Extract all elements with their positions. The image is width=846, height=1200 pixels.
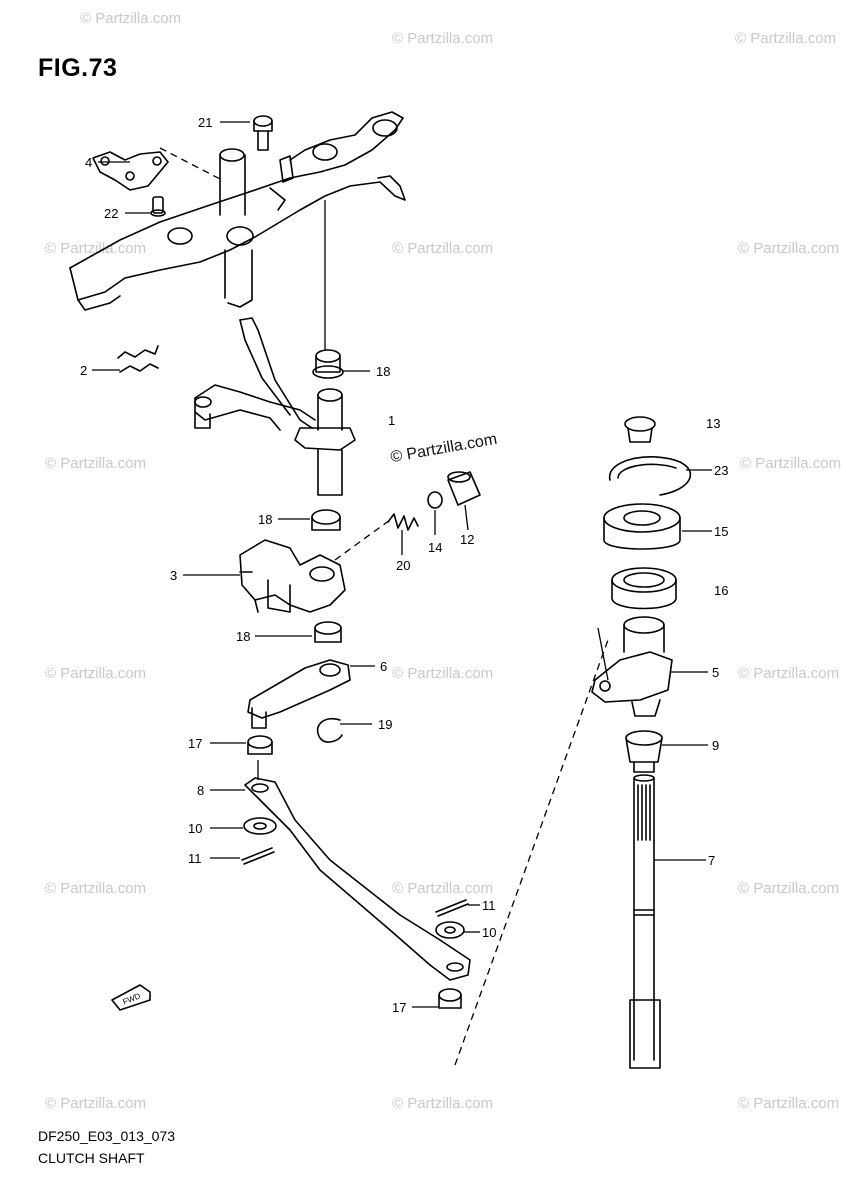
callout-21: 21 bbox=[198, 115, 212, 130]
callout-17-upper: 17 bbox=[188, 736, 202, 751]
watermark: © Partzilla.com bbox=[45, 1095, 147, 1112]
pin-11-upper bbox=[241, 847, 275, 865]
watermark: © Partzilla.com bbox=[45, 880, 147, 897]
link-8 bbox=[244, 777, 471, 981]
watermark: © Partzilla.com bbox=[392, 665, 494, 682]
bolt-21 bbox=[253, 115, 273, 151]
watermark: © Partzilla.com bbox=[738, 665, 840, 682]
diagram-caption: CLUTCH SHAFT bbox=[38, 1150, 145, 1166]
callout-17-lower: 17 bbox=[392, 1000, 406, 1015]
watermark: © Partzilla.com bbox=[392, 880, 494, 897]
diagram-code: DF250_E03_013_073 bbox=[38, 1128, 176, 1144]
watermark: © Partzilla.com bbox=[738, 880, 840, 897]
callout-19: 19 bbox=[378, 717, 392, 732]
screw-22 bbox=[150, 196, 166, 217]
collar-18-low bbox=[314, 621, 342, 643]
watermark: © Partzilla.com bbox=[45, 240, 147, 257]
bushing-17-lower bbox=[438, 988, 462, 1009]
callout-1: 1 bbox=[388, 413, 395, 428]
watermark: © Partzilla.com bbox=[392, 30, 494, 47]
fwd-arrow: FWD bbox=[111, 984, 151, 1011]
upper-bracket bbox=[69, 111, 406, 311]
callout-10-lower: 10 bbox=[482, 925, 496, 940]
callout-4: 4 bbox=[85, 155, 92, 170]
sleeve-12 bbox=[447, 471, 481, 506]
callout-5: 5 bbox=[712, 665, 719, 680]
callout-3: 3 bbox=[170, 568, 177, 583]
callout-18-low: 18 bbox=[236, 629, 250, 644]
plug-13 bbox=[624, 416, 656, 443]
watermark: © Partzilla.com bbox=[738, 1095, 840, 1112]
watermark: © Partzilla.com bbox=[45, 665, 147, 682]
washer-10-upper bbox=[243, 817, 277, 835]
clip-2 bbox=[117, 345, 159, 373]
spring-20 bbox=[387, 513, 419, 531]
collar-18-mid bbox=[311, 509, 341, 531]
bearing-15 bbox=[603, 503, 681, 550]
leader-lines bbox=[92, 121, 712, 1008]
callout-14: 14 bbox=[428, 540, 442, 555]
bearing-16 bbox=[611, 567, 677, 610]
callout-9: 9 bbox=[712, 738, 719, 753]
callout-12: 12 bbox=[460, 532, 474, 547]
callout-11-lower: 11 bbox=[482, 898, 496, 913]
callout-20: 20 bbox=[396, 558, 410, 573]
assembly-lines bbox=[159, 147, 609, 1066]
bushing-17-upper bbox=[247, 735, 273, 755]
callout-6: 6 bbox=[380, 659, 387, 674]
watermark: © Partzilla.com bbox=[738, 240, 840, 257]
ball-14 bbox=[427, 491, 443, 509]
watermark: © Partzilla.com bbox=[392, 1095, 494, 1112]
clutch-rod-1 bbox=[194, 317, 356, 496]
plate-4 bbox=[92, 151, 169, 191]
shaft-7 bbox=[629, 774, 661, 1069]
watermark: © Partzilla.com bbox=[80, 10, 182, 27]
callout-7: 7 bbox=[708, 853, 715, 868]
lever-3 bbox=[239, 539, 346, 613]
clip-19 bbox=[316, 718, 343, 743]
callout-8: 8 bbox=[197, 783, 204, 798]
collar-18-top bbox=[312, 349, 344, 379]
callout-13: 13 bbox=[706, 416, 720, 431]
washer-10-lower bbox=[435, 921, 465, 939]
snap-ring-23 bbox=[609, 456, 692, 496]
callout-11-upper: 11 bbox=[188, 851, 202, 866]
watermark: © Partzilla.com bbox=[392, 240, 494, 257]
figure-title: FIG.73 bbox=[38, 54, 118, 82]
callout-18-mid: 18 bbox=[258, 512, 272, 527]
watermark: © Partzilla.com bbox=[735, 30, 837, 47]
pin-11-lower bbox=[435, 899, 469, 917]
callout-18-top: 18 bbox=[376, 364, 390, 379]
callouts: 21 4 22 2 18 1 18 3 20 14 12 18 6 19 17 … bbox=[80, 115, 728, 1015]
arm-6 bbox=[247, 659, 351, 729]
callout-23: 23 bbox=[714, 463, 728, 478]
callout-22: 22 bbox=[104, 206, 118, 221]
callout-10-upper: 10 bbox=[188, 821, 202, 836]
watermark: © Partzilla.com bbox=[45, 455, 147, 472]
callout-15: 15 bbox=[714, 524, 728, 539]
watermark: © Partzilla.com bbox=[740, 455, 842, 472]
bushing-9 bbox=[625, 730, 663, 773]
callout-16: 16 bbox=[714, 583, 728, 598]
lever-5 bbox=[591, 616, 673, 717]
callout-2: 2 bbox=[80, 363, 87, 378]
